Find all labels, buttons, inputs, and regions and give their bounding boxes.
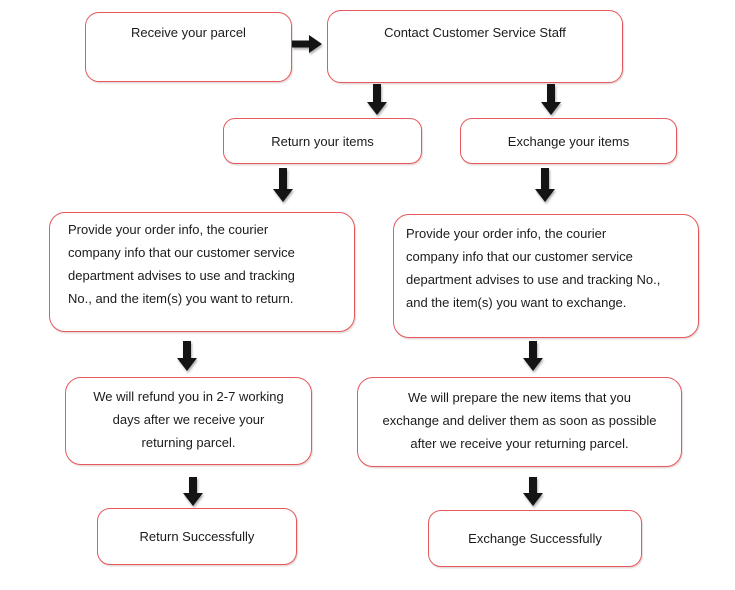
- provide-return-info-line: No., and the item(s) you want to return.: [68, 291, 294, 306]
- prepare-exchange-line: exchange and deliver them as soon as pos…: [382, 413, 657, 428]
- flow-node-receive-parcel-label: Receive your parcel: [131, 25, 246, 40]
- flow-node-receive-parcel: Receive your parcel: [85, 12, 292, 82]
- provide-exchange-info-line: company info that our customer service: [406, 249, 633, 264]
- provide-exchange-info-line: Provide your order info, the courier: [406, 226, 607, 241]
- flow-node-provide-exchange-info: Provide your order info, the courier com…: [393, 214, 699, 338]
- flow-node-exchange-your-items: Exchange your items: [460, 118, 677, 164]
- flow-node-contact-customer-service: Contact Customer Service Staff: [327, 10, 623, 83]
- flow-node-prepare-exchange-details: We will prepare the new items that you e…: [357, 377, 682, 467]
- flow-node-return-successfully-label: Return Successfully: [139, 529, 255, 544]
- flow-node-contact-customer-service-label: Contact Customer Service Staff: [384, 25, 566, 40]
- provide-return-info-line: Provide your order info, the courier: [68, 222, 269, 237]
- flow-node-return-your-items-label: Return your items: [271, 133, 374, 149]
- down-arrow-icon: [533, 168, 557, 203]
- flow-node-provide-return-info: Provide your order info, the courier com…: [49, 212, 355, 332]
- refund-details-line: days after we receive your: [112, 412, 265, 427]
- down-arrow-icon: [521, 477, 545, 507]
- flow-node-refund-details: We will refund you in 2-7 working days a…: [65, 377, 312, 465]
- down-arrow-icon: [539, 84, 563, 116]
- refund-details-line: returning parcel.: [141, 435, 236, 450]
- flow-node-exchange-your-items-label: Exchange your items: [507, 133, 630, 149]
- refund-details-line: We will refund you in 2-7 working: [93, 389, 284, 404]
- down-arrow-icon: [181, 477, 205, 507]
- provide-exchange-info-line: and the item(s) you want to exchange.: [406, 295, 627, 310]
- flow-node-return-your-items: Return your items: [223, 118, 422, 164]
- prepare-exchange-line: after we receive your returning parcel.: [410, 436, 629, 451]
- flow-node-exchange-successfully: Exchange Successfully: [428, 510, 642, 567]
- down-arrow-icon: [521, 341, 545, 372]
- down-arrow-icon: [271, 168, 295, 203]
- provide-return-info-line: department advises to use and tracking: [68, 268, 295, 283]
- provide-return-info-line: company info that our customer service: [68, 245, 295, 260]
- down-arrow-icon: [175, 341, 199, 372]
- right-arrow-icon: [292, 34, 323, 54]
- flow-node-return-successfully: Return Successfully: [97, 508, 297, 565]
- flow-node-exchange-successfully-label: Exchange Successfully: [468, 531, 602, 546]
- provide-exchange-info-line: department advises to use and tracking N…: [406, 272, 661, 287]
- down-arrow-icon: [365, 84, 389, 116]
- prepare-exchange-line: We will prepare the new items that you: [407, 390, 632, 405]
